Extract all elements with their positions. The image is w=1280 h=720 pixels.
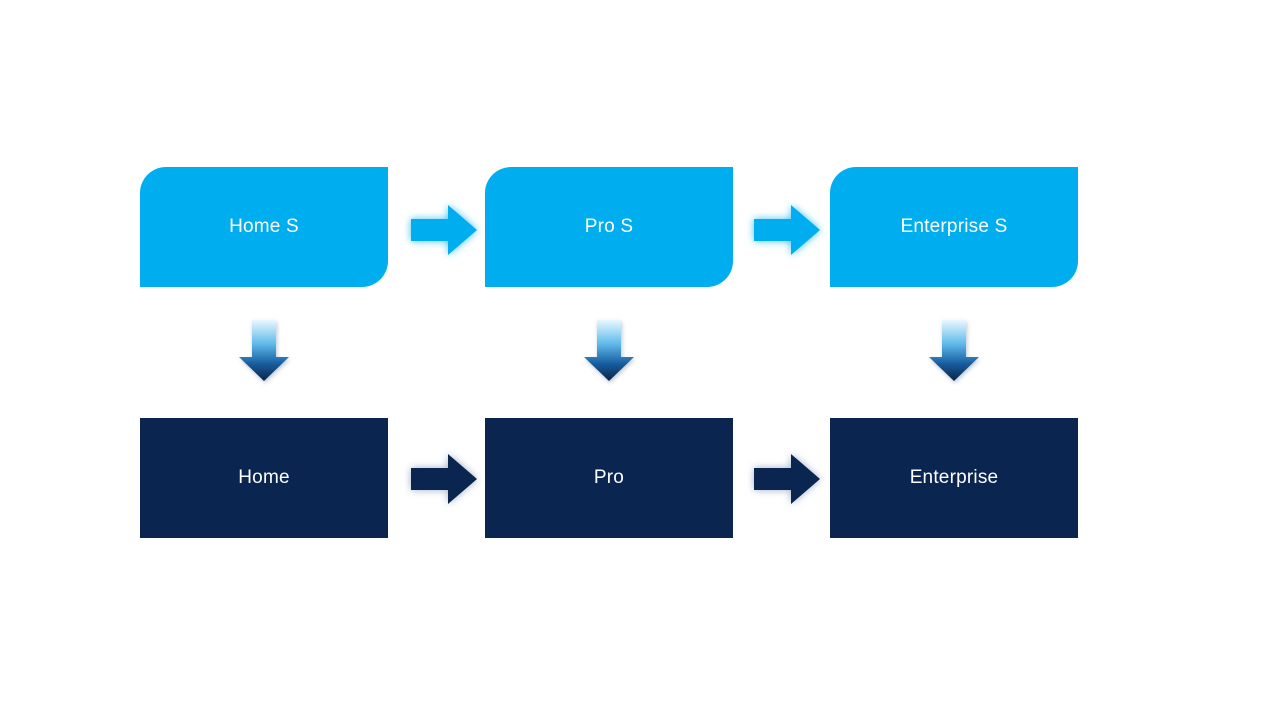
- down-arrow-icon: [928, 320, 980, 382]
- node-label: Home S: [229, 215, 299, 237]
- down-arrow-icon: [583, 320, 635, 382]
- node-label: Pro: [593, 466, 625, 488]
- node-enterprise-s: Enterprise S: [830, 167, 1078, 287]
- node-pro: Pro: [485, 418, 733, 538]
- right-arrow-icon: [411, 204, 478, 256]
- right-arrow-icon: [754, 204, 821, 256]
- node-home: Home: [140, 418, 388, 538]
- right-arrow-icon: [411, 453, 478, 505]
- node-label: Enterprise: [909, 466, 999, 488]
- node-home-s: Home S: [140, 167, 388, 287]
- node-enterprise: Enterprise: [830, 418, 1078, 538]
- node-label: Enterprise S: [900, 215, 1008, 237]
- node-label: Pro S: [584, 215, 634, 237]
- down-arrow-icon: [238, 320, 290, 382]
- right-arrow-icon: [754, 453, 821, 505]
- node-label: Home: [238, 466, 290, 488]
- node-pro-s: Pro S: [485, 167, 733, 287]
